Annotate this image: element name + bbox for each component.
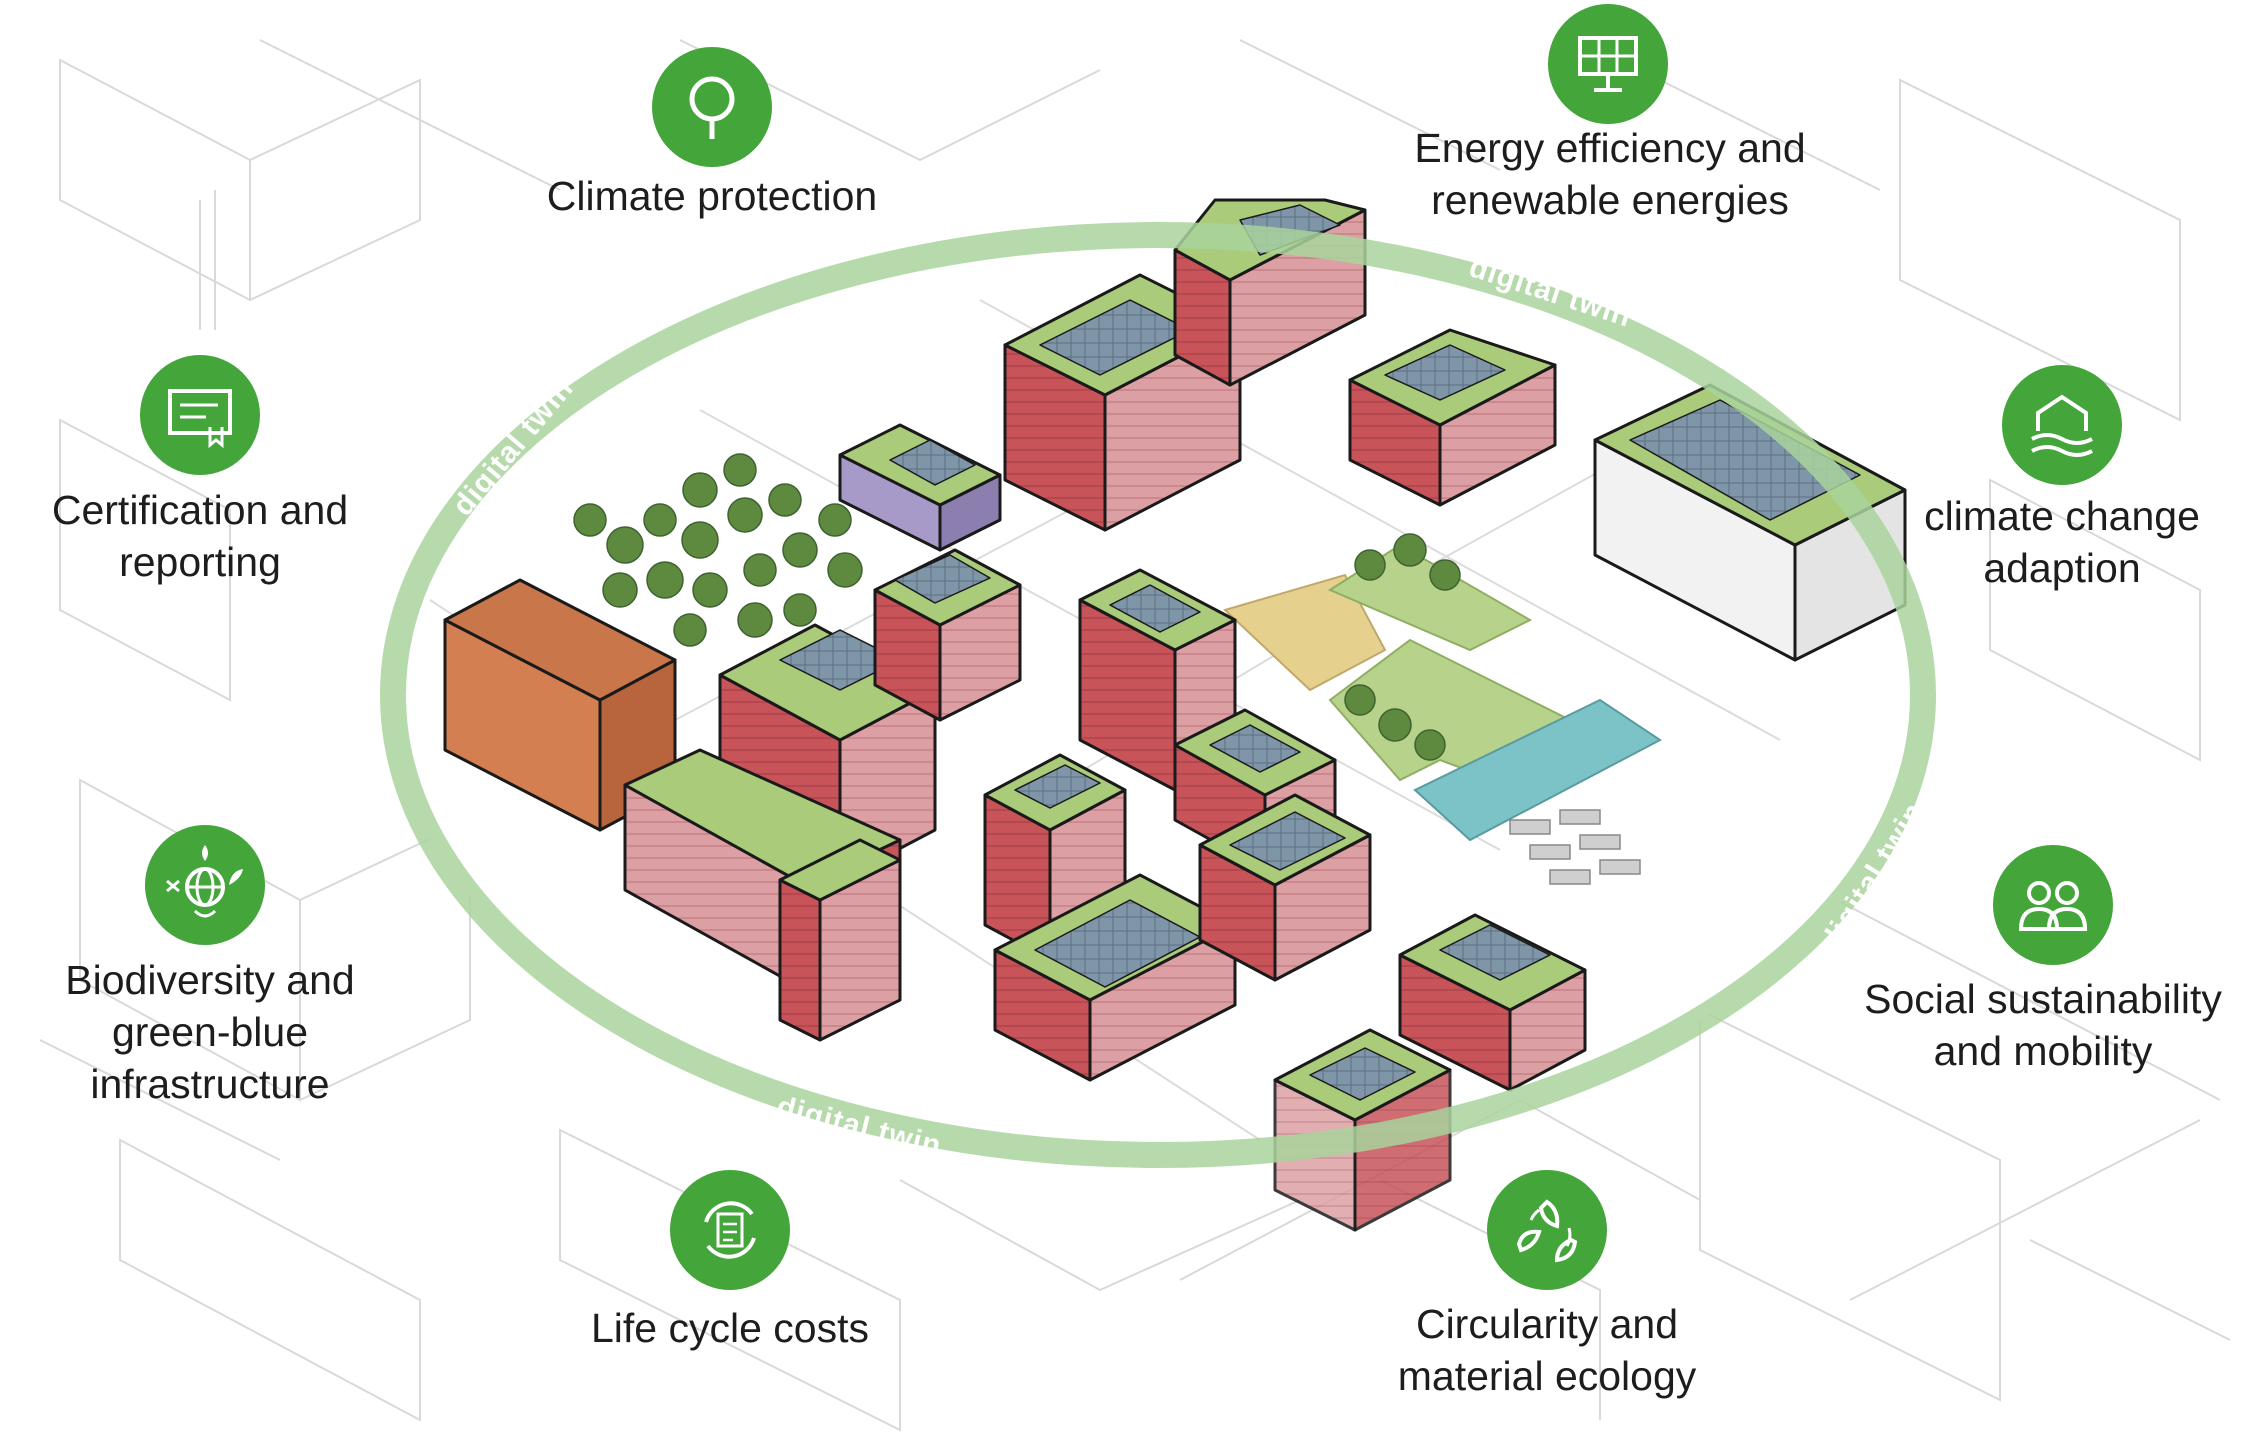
building-centre-c [1078, 568, 1237, 792]
buildings [443, 198, 1907, 1232]
building-east [1593, 383, 1907, 662]
building-north-c [1348, 328, 1557, 507]
building-centre-b [873, 548, 1022, 722]
building-south-c [1198, 793, 1372, 982]
lilac-building [838, 423, 1002, 552]
building-southwest [778, 838, 902, 1042]
background-city-outline [39, 29, 2231, 1432]
playground [1223, 573, 1387, 692]
bike-racks [1509, 809, 1641, 885]
tree-cluster [573, 453, 1461, 761]
building-centre-a [718, 623, 937, 882]
building-southeast [1398, 913, 1587, 1092]
water-channel [1413, 698, 1662, 842]
digital-twin-ring [380, 222, 1936, 1168]
building-south-d [1273, 1028, 1452, 1232]
